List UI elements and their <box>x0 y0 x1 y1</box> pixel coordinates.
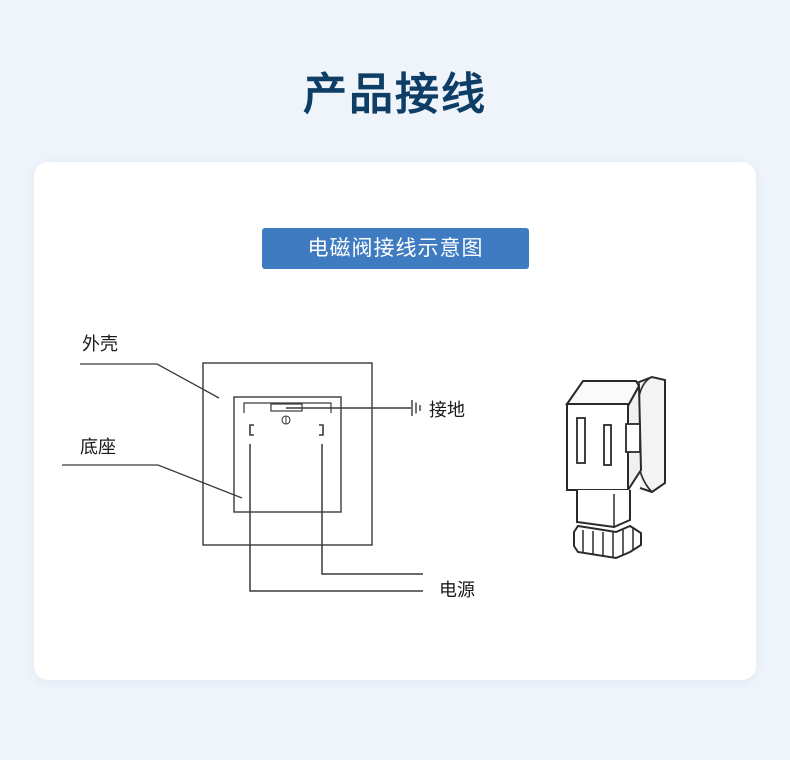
diagram-title-badge: 电磁阀接线示意图 <box>262 228 529 269</box>
screw-icon <box>281 415 291 425</box>
base-leader <box>62 464 243 499</box>
shell-outline <box>202 362 373 546</box>
power-wire-left <box>249 444 423 592</box>
shell-leader <box>80 363 220 399</box>
power-wire-right <box>321 444 423 575</box>
pin-contact-right <box>319 424 324 436</box>
base-label: 底座 <box>80 437 116 458</box>
shell-label: 外壳 <box>82 334 118 355</box>
ground-label: 接地 <box>429 400 465 421</box>
base-outline <box>233 396 342 513</box>
power-label: 电源 <box>439 580 475 601</box>
pin-contact-left <box>249 424 254 436</box>
ground-symbol-icon <box>411 400 421 416</box>
valve-connector-icon <box>565 375 666 560</box>
page-title: 产品接线 <box>303 69 487 120</box>
